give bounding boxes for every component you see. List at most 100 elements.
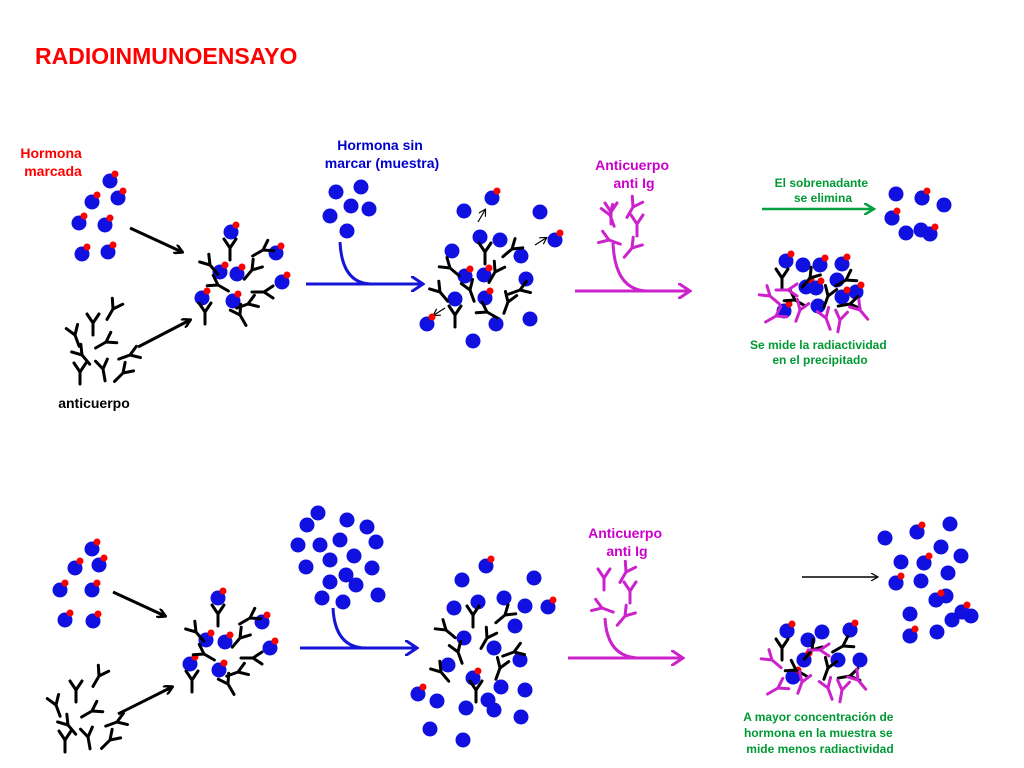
- antibody-icon: [100, 727, 123, 750]
- arrow-icon: [137, 320, 190, 349]
- hormone-icon: [339, 223, 355, 239]
- labeled-hormone-icon: [91, 554, 108, 573]
- labeled-hormone-icon: [419, 313, 436, 332]
- antibody-icon: [468, 679, 484, 704]
- labeled-hormone-icon: [100, 241, 117, 260]
- hormone-icon: [513, 248, 529, 264]
- antibody-icon: [184, 669, 200, 694]
- anti-ig-antibody-icon: [836, 678, 851, 704]
- arrow-icon: [129, 226, 182, 252]
- labeled-hormone-icon: [848, 281, 865, 300]
- labeled-hormone-icon: [842, 619, 859, 638]
- hormone-icon: [936, 197, 952, 213]
- arrow-icon: [338, 241, 373, 286]
- anti-ig-antibody-icon: [759, 648, 783, 670]
- hormone-icon: [456, 203, 472, 219]
- hormone-icon: [517, 682, 533, 698]
- antibody-icon: [198, 252, 220, 276]
- hormone-icon: [518, 271, 534, 287]
- hormone-icon: [513, 709, 529, 725]
- hormone-icon: [447, 291, 463, 307]
- antibody-icon: [479, 625, 499, 650]
- hormone-icon: [446, 600, 462, 616]
- hormone-icon: [298, 559, 314, 575]
- arrow-icon: [112, 590, 165, 616]
- anti-ig-antibody-icon: [596, 229, 622, 246]
- hormone-icon: [455, 732, 471, 748]
- hormone-icon: [346, 548, 362, 564]
- antibody-icon: [239, 650, 264, 666]
- antibody-icon: [437, 256, 461, 278]
- anti-ig-antibody-icon: [766, 676, 791, 696]
- anti-ig-antibody-icon: [599, 202, 616, 228]
- antibody-icon: [502, 289, 519, 315]
- hormone-icon: [888, 186, 904, 202]
- antibody-icon: [433, 618, 457, 640]
- hormone-icon: [429, 693, 445, 709]
- antibody-icon: [235, 293, 261, 310]
- anti-ig-antibody-icon: [757, 284, 781, 306]
- anti-ig-antibody-icon: [629, 213, 645, 238]
- arrow-icon: [477, 210, 485, 223]
- molecules: [45, 170, 979, 754]
- hormone-icon: [929, 624, 945, 640]
- anti-ig-antibody-icon: [848, 297, 870, 321]
- hormone-icon: [370, 587, 386, 603]
- anti-ig-antibody-icon: [618, 559, 638, 584]
- labeled-hormone-icon: [225, 290, 242, 309]
- labeled-hormone-icon: [779, 620, 796, 639]
- labeled-hormone-icon: [540, 596, 557, 615]
- antibody-icon: [447, 639, 464, 665]
- hormone-icon: [353, 179, 369, 195]
- labeled-hormone-icon: [262, 637, 279, 656]
- anti-ig-label-bottom: Anticuerpo anti Ig: [588, 525, 666, 559]
- hormone-icon: [507, 618, 523, 634]
- hormone-icon: [486, 640, 502, 656]
- antibody-icon: [184, 619, 206, 643]
- antibody-icon: [72, 361, 88, 386]
- antibody-icon: [251, 238, 276, 258]
- antibody-icon: [487, 259, 507, 284]
- labeled-hormone-icon: [57, 609, 74, 628]
- anti-ig-antibody-icon: [815, 305, 832, 331]
- labeled-hormone-icon: [547, 229, 564, 248]
- antibody-icon: [474, 300, 499, 320]
- hormone-icon: [335, 594, 351, 610]
- hormone-icon: [440, 657, 456, 673]
- antibody-icon: [70, 342, 92, 366]
- hormone-icon: [942, 516, 958, 532]
- anti-ig-antibody-icon: [596, 567, 612, 592]
- hormone-icon: [913, 573, 929, 589]
- arrow-icon: [603, 617, 641, 660]
- antibody-icon: [800, 265, 822, 289]
- hormone-icon: [343, 198, 359, 214]
- hormone-icon: [444, 243, 460, 259]
- hormone-icon: [492, 232, 508, 248]
- hormone-icon: [898, 225, 914, 241]
- hormone-icon: [795, 257, 811, 273]
- hormone-icon: [359, 519, 375, 535]
- labeled-hormone-icon: [812, 254, 829, 273]
- anti-ig-antibody-icon: [846, 667, 868, 691]
- anti-ig-antibody-icon: [622, 235, 644, 259]
- antibody-icon: [501, 641, 527, 658]
- antibody-icon: [774, 637, 790, 662]
- labeled-hormone-icon: [778, 250, 795, 269]
- arrow-icon: [117, 687, 172, 716]
- antibody-icon: [225, 661, 251, 678]
- antibody-icon: [250, 284, 275, 300]
- hormone-icon: [512, 652, 528, 668]
- anti-ig-antibody-icon: [817, 675, 834, 701]
- anti-ig-label-top: Anticuerpo anti Ig: [595, 157, 673, 191]
- antibody-icon: [822, 283, 839, 309]
- hormone-icon: [368, 534, 384, 550]
- hormone-icon: [493, 679, 509, 695]
- hormone-icon: [338, 567, 354, 583]
- antibody-icon: [57, 729, 73, 754]
- labeled-hormone-icon: [254, 611, 271, 630]
- hormone-icon: [290, 537, 306, 553]
- hormone-icon: [454, 572, 470, 588]
- hormone-icon: [458, 700, 474, 716]
- hormone-icon: [944, 612, 960, 628]
- labeled-hormone-icon: [928, 589, 945, 608]
